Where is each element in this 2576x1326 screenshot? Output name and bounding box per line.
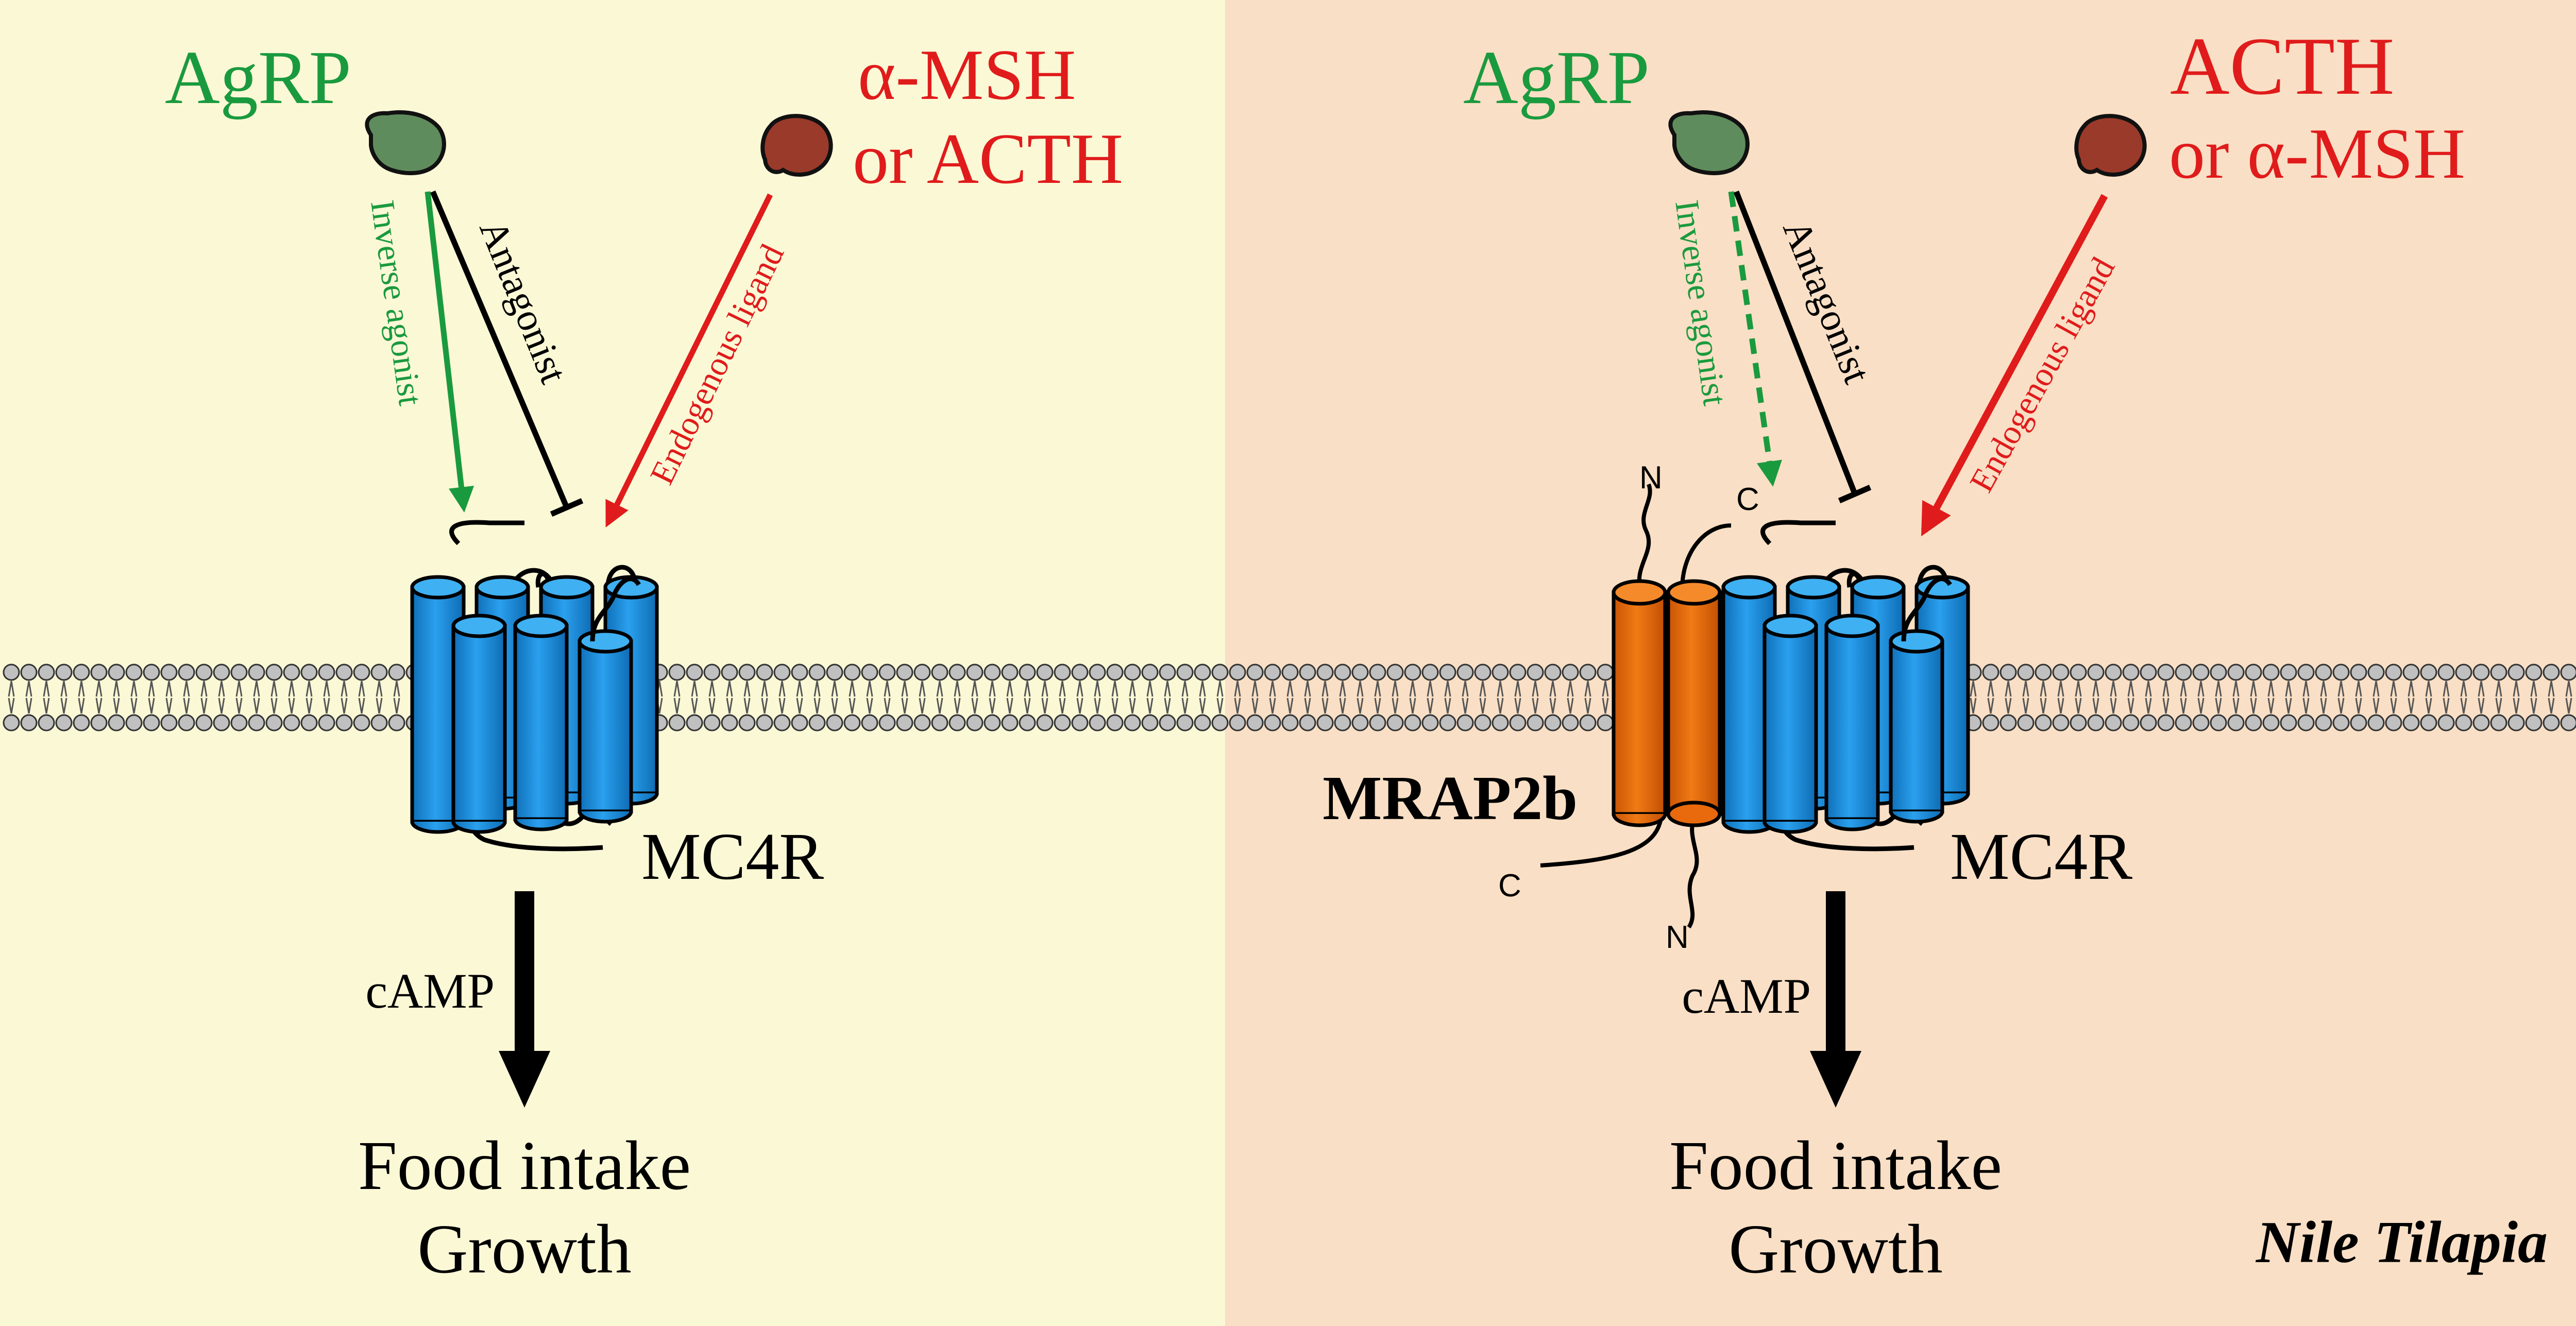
mc4r-receptor-icon-right <box>1721 520 1970 852</box>
outcome-food-intake: Food intake <box>358 1127 691 1204</box>
terminus-n-bottom: N <box>1666 920 1689 955</box>
signaling-arrow-head-right <box>1810 1051 1861 1108</box>
ligand-label-line1-right: ACTH <box>2170 20 2395 112</box>
receptor-label: MC4R <box>641 820 824 894</box>
outcome-growth-right: Growth <box>1728 1211 1943 1288</box>
camp-label: cAMP <box>365 963 495 1018</box>
receptor-label-right: MC4R <box>1950 820 2132 894</box>
antagonist-line <box>430 190 570 509</box>
endogenous-ligand-arrow-right <box>1921 194 2108 537</box>
signaling-arrow-head <box>499 1051 550 1108</box>
species-label: Nile Tilapia <box>2255 1210 2548 1276</box>
outcome-growth: Growth <box>417 1211 632 1288</box>
mc4r-receptor-icon <box>410 520 659 852</box>
agrp-ligand-icon-right <box>1668 110 1750 175</box>
antagonist-line-right <box>1733 190 1858 495</box>
endogenous-ligand-arrow <box>605 193 773 528</box>
mrap2b-label: MRAP2b <box>1323 763 1578 833</box>
ligand-label-line2-right: or α-MSH <box>2169 114 2465 194</box>
outcome-food-intake-right: Food intake <box>1669 1127 2002 1204</box>
mrap2b-accessory-protein-icon <box>1540 483 1732 929</box>
inverse-agonist-arrow <box>425 191 474 513</box>
endogenous-ligand-icon-right <box>2074 114 2147 177</box>
terminus-c-top: C <box>1736 482 1759 517</box>
ligand-label-line2: or ACTH <box>853 119 1123 199</box>
ligand-label-line1: α-MSH <box>858 35 1076 115</box>
antagonist-bar-right <box>1838 484 1872 504</box>
antagonist-bar <box>550 498 584 517</box>
agrp-ligand-icon <box>365 110 446 175</box>
endogenous-ligand-icon <box>760 114 833 177</box>
terminus-c-bottom: C <box>1498 868 1521 904</box>
agrp-label: AgRP <box>165 36 351 120</box>
terminus-n-top: N <box>1639 460 1663 496</box>
agrp-label-right: AgRP <box>1463 36 1650 120</box>
camp-label-right: cAMP <box>1682 968 1811 1024</box>
